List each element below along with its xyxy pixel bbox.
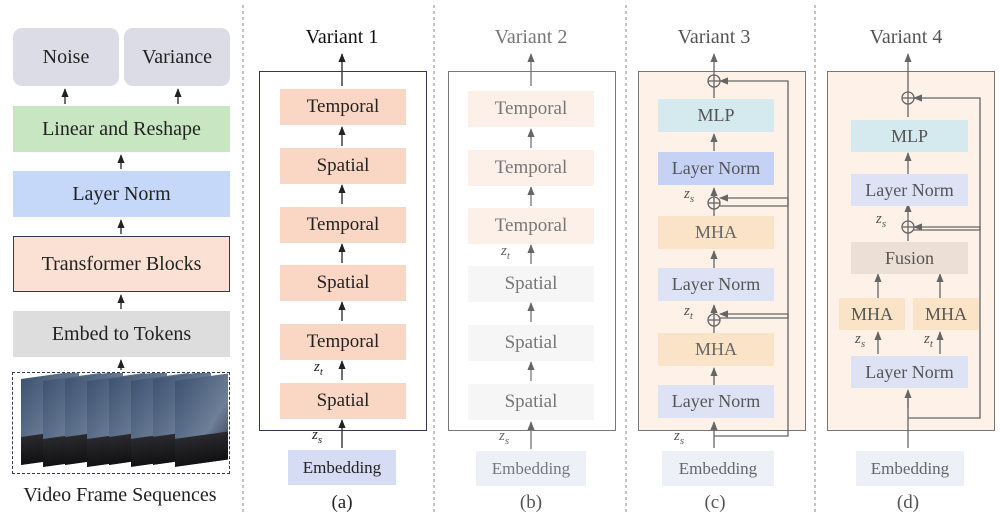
v3-layernorm-bottom: Layer Norm xyxy=(658,385,774,418)
v4-zs-top-label: zs xyxy=(876,211,887,230)
linear-reshape-box: Linear and Reshape xyxy=(13,106,230,152)
v3-layernorm-mid: Layer Norm xyxy=(658,268,774,301)
v1-frame xyxy=(259,71,427,431)
v4-layernorm-bottom: Layer Norm xyxy=(851,356,968,388)
video-frame xyxy=(175,372,233,467)
v3-caption: (c) xyxy=(704,492,726,513)
v4-embedding: Embedding xyxy=(856,451,964,486)
v1-block-1: Temporal xyxy=(280,89,406,125)
v3-layernorm-top: Layer Norm xyxy=(658,152,774,185)
v3-mlp: MLP xyxy=(658,99,774,132)
v1-block-6: Spatial xyxy=(280,383,406,419)
v4-connectors xyxy=(874,53,981,448)
v1-block-4: Spatial xyxy=(280,265,406,301)
variance-box: Variance xyxy=(124,28,230,86)
v2-frame xyxy=(448,71,616,431)
noise-box: Noise xyxy=(13,28,119,86)
v2-embedding: Embedding xyxy=(476,451,586,486)
v3-zs-label: zs xyxy=(684,186,695,205)
v4-layernorm-top: Layer Norm xyxy=(851,174,968,206)
v3-embedding: Embedding xyxy=(662,451,774,486)
v2-block-6: Spatial xyxy=(468,384,594,420)
layer-norm-box: Layer Norm xyxy=(13,171,230,217)
v2-title: Variant 2 xyxy=(494,26,568,48)
v3-mha-top: MHA xyxy=(658,216,774,249)
v1-title: Variant 1 xyxy=(305,26,379,48)
video-frames-caption: Video Frame Sequences xyxy=(23,484,217,506)
v1-embedding: Embedding xyxy=(288,450,396,485)
v4-caption: (d) xyxy=(896,492,920,513)
v3-zt-label: zt xyxy=(684,303,693,322)
v3-mha-bottom: MHA xyxy=(658,333,774,366)
v3-zs-bottom-label: zs xyxy=(674,428,685,447)
v1-block-5: Temporal xyxy=(280,324,406,360)
v4-mha-right: MHA xyxy=(913,298,979,330)
v2-block-4: Spatial xyxy=(468,266,594,302)
v4-title: Variant 4 xyxy=(869,26,943,48)
v2-zs-label: zs xyxy=(499,428,510,447)
v4-zt-label: zt xyxy=(924,331,933,350)
v2-caption: (b) xyxy=(519,492,543,513)
v2-block-5: Spatial xyxy=(468,325,594,361)
v3-connectors xyxy=(707,53,789,448)
v4-mha-left: MHA xyxy=(839,298,905,330)
video-frames-image xyxy=(21,370,233,467)
video-frames-container xyxy=(12,370,233,474)
v4-fusion: Fusion xyxy=(851,242,968,274)
v3-title: Variant 3 xyxy=(677,26,751,48)
v2-block-1: Temporal xyxy=(468,91,594,127)
embed-tokens-box: Embed to Tokens xyxy=(13,311,230,357)
v1-caption: (a) xyxy=(331,492,353,513)
v2-block-3: Temporal xyxy=(468,208,594,244)
v1-block-3: Temporal xyxy=(280,207,406,243)
v1-zs-label: zs xyxy=(312,427,323,446)
v4-zs-label: zs xyxy=(855,331,866,350)
transformer-blocks-box: Transformer Blocks xyxy=(13,236,230,292)
v1-zt-label: zt xyxy=(314,359,323,378)
v1-block-2: Spatial xyxy=(280,148,406,184)
v2-block-2: Temporal xyxy=(468,150,594,186)
v2-zt-label: zt xyxy=(501,243,510,262)
v4-mlp: MLP xyxy=(851,120,968,152)
